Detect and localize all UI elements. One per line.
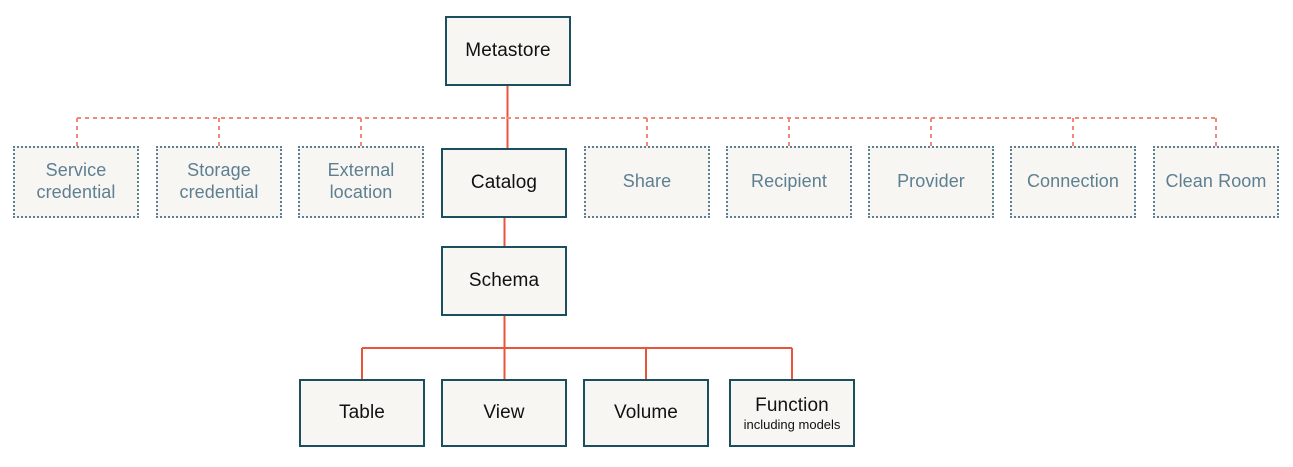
node-share[interactable]: Share — [584, 146, 710, 218]
node-service-credential[interactable]: Service credential — [13, 146, 139, 218]
node-metastore[interactable]: Metastore — [445, 16, 571, 86]
node-schema-label: Schema — [468, 270, 540, 292]
node-provider-label: Provider — [897, 171, 965, 192]
node-function-label: Function — [755, 394, 829, 416]
node-recipient-label: Recipient — [751, 171, 827, 192]
node-external-location[interactable]: External location — [298, 146, 424, 218]
node-clean-room[interactable]: Clean Room — [1153, 146, 1279, 218]
node-share-label: Share — [622, 171, 672, 192]
node-external-location-label: External location — [327, 160, 395, 202]
node-table[interactable]: Table — [299, 379, 425, 447]
node-connection-label: Connection — [1026, 171, 1120, 192]
node-storage-credential-label: Storage credential — [179, 160, 259, 202]
node-storage-credential[interactable]: Storage credential — [156, 146, 282, 218]
node-recipient[interactable]: Recipient — [726, 146, 852, 218]
node-volume[interactable]: Volume — [583, 379, 709, 447]
node-connection[interactable]: Connection — [1010, 146, 1136, 218]
node-provider[interactable]: Provider — [868, 146, 994, 218]
node-service-credential-label: Service credential — [36, 160, 116, 202]
node-function[interactable]: Function including models — [729, 379, 855, 447]
node-table-label: Table — [339, 402, 385, 424]
node-schema[interactable]: Schema — [441, 246, 567, 316]
node-metastore-label: Metastore — [465, 40, 551, 62]
node-catalog[interactable]: Catalog — [441, 148, 567, 218]
node-function-sublabel: including models — [743, 416, 841, 432]
node-view[interactable]: View — [441, 379, 567, 447]
node-volume-label: Volume — [614, 402, 678, 424]
node-catalog-label: Catalog — [470, 172, 538, 194]
node-view-label: View — [483, 402, 525, 424]
node-clean-room-label: Clean Room — [1165, 171, 1267, 192]
